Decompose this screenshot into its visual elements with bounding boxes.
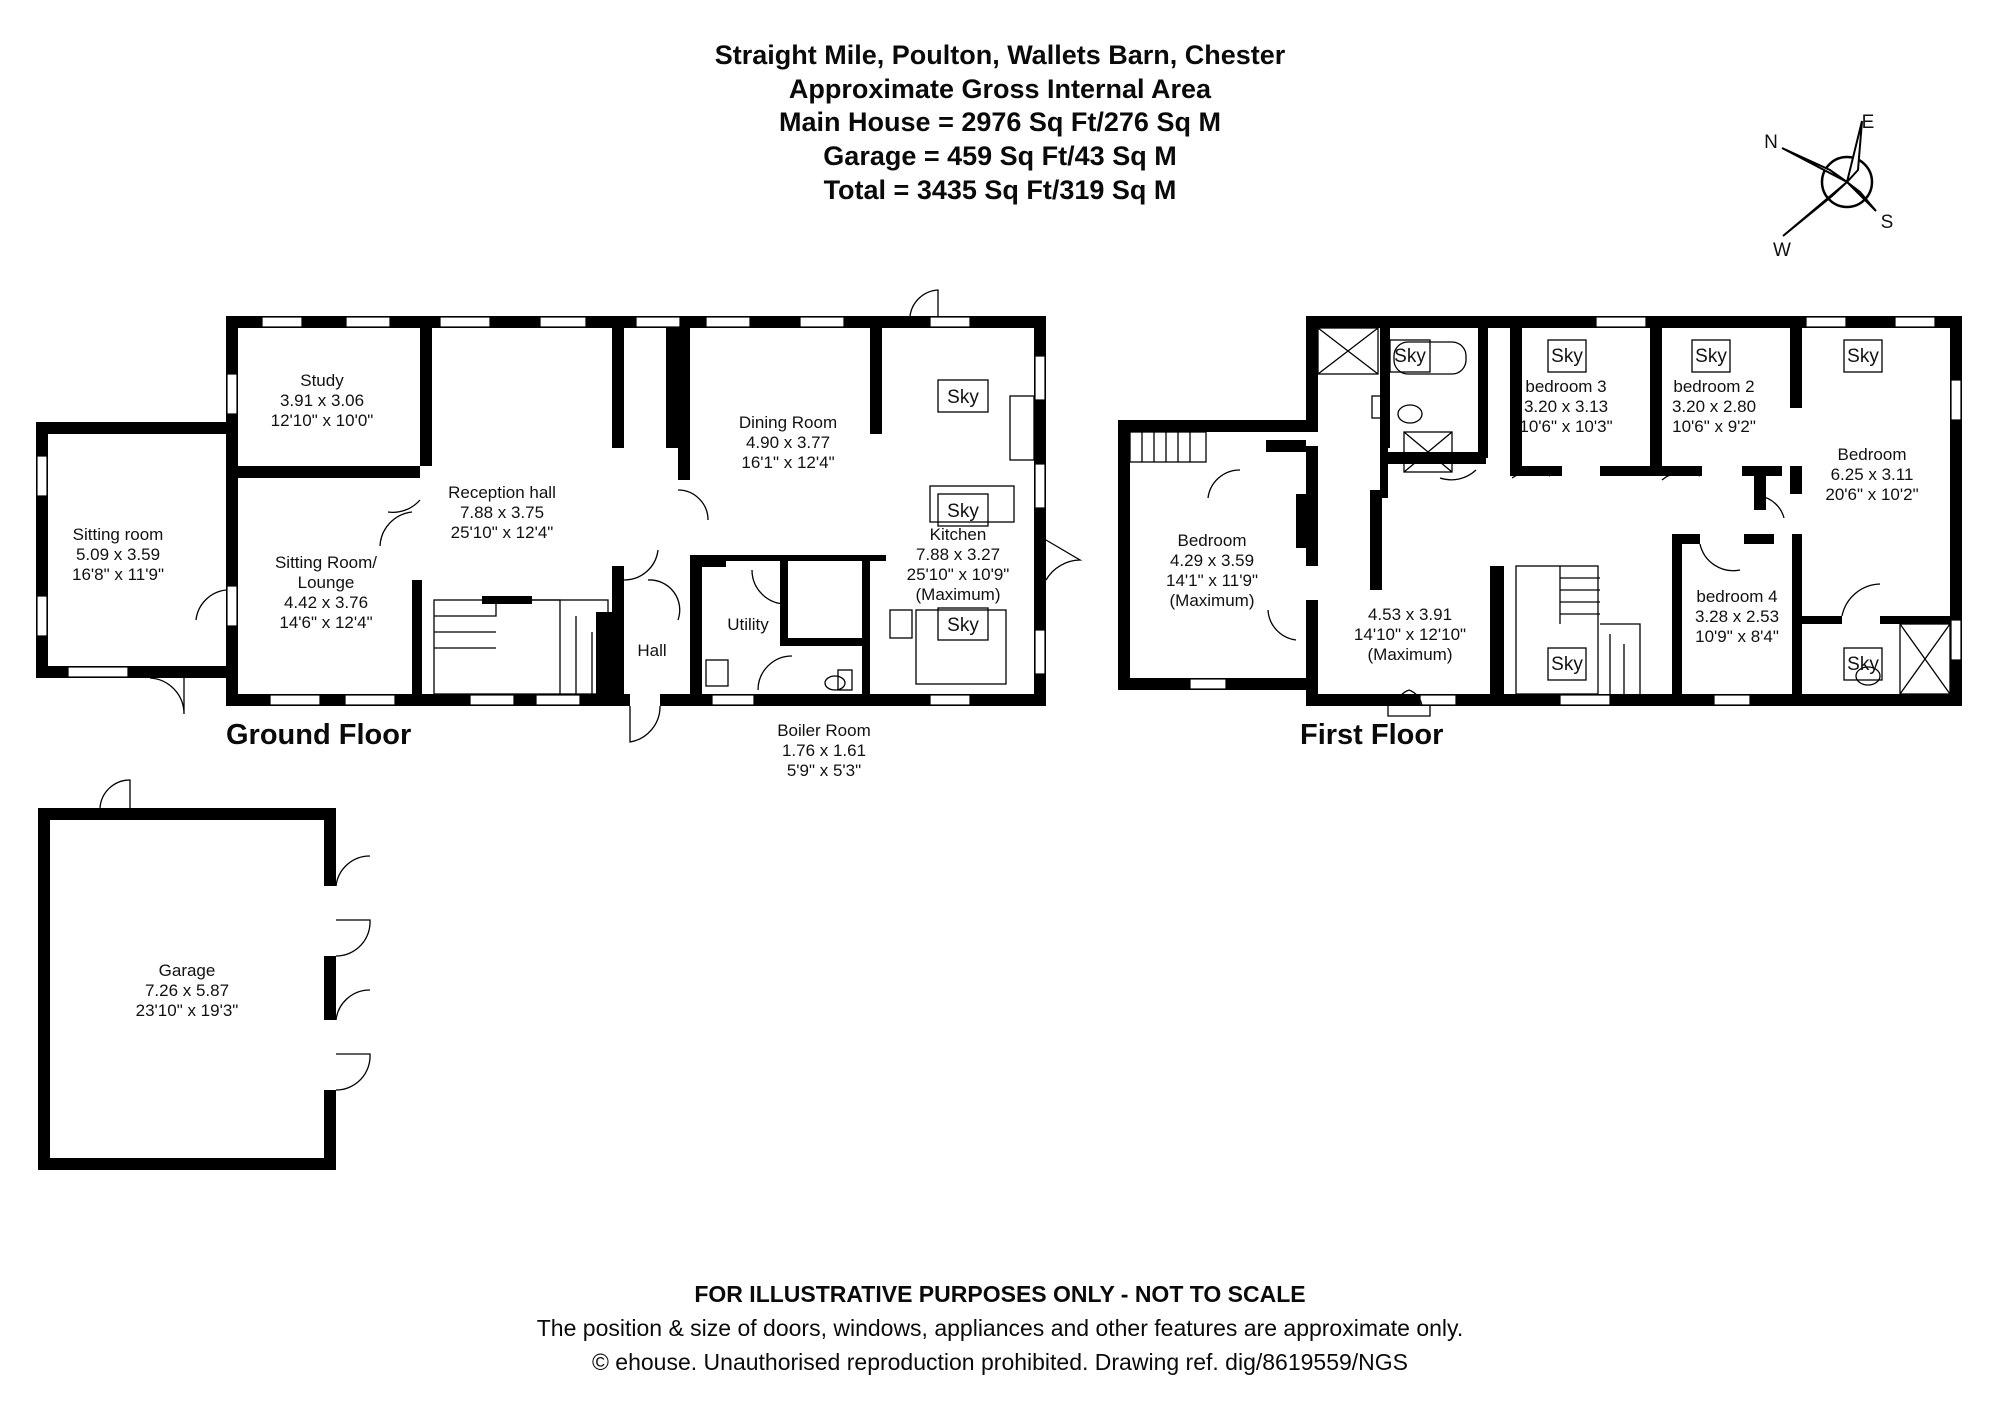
header: Straight Mile, Poulton, Wallets Barn, Ch… <box>715 40 1286 205</box>
footer-copyright: © ehouse. Unauthorised reproduction proh… <box>592 1349 1408 1375</box>
room-study-imperial: 12'10" x 10'0" <box>271 411 374 430</box>
room-garage-metric: 7.26 x 5.87 <box>145 981 229 1000</box>
room-sitting-room-imperial: 16'8" x 11'9" <box>72 565 164 584</box>
room-bedroom4-name: bedroom 4 <box>1696 587 1777 606</box>
compass-icon: N E S W <box>1764 112 1893 261</box>
room-ff-landing-imperial: 14'10" x 12'10" <box>1354 625 1466 644</box>
skylight-label: Sky <box>1847 654 1879 675</box>
room-bedroom-main-name: Bedroom <box>1838 445 1907 464</box>
room-study-name: Study <box>300 371 344 390</box>
room-bedroom4-imperial: 10'9" x 8'4" <box>1695 627 1779 646</box>
room-ff-bedroom-imperial: 14'1" x 11'9" <box>1166 571 1258 590</box>
room-dining-metric: 4.90 x 3.77 <box>746 433 830 452</box>
room-sitting-room-metric: 5.09 x 3.59 <box>76 545 160 564</box>
ground-floor-plan <box>36 289 1083 743</box>
first-floor-labels: Bedroom 4.29 x 3.59 14'1" x 11'9" (Maxim… <box>1166 377 1919 664</box>
room-ff-bedroom-name: Bedroom <box>1178 531 1247 550</box>
room-bedroom2-imperial: 10'6" x 9'2" <box>1672 417 1756 436</box>
compass-n: N <box>1764 132 1778 153</box>
room-boiler-imperial: 5'9" x 5'3" <box>787 761 861 780</box>
room-bedroom3-name: bedroom 3 <box>1525 377 1606 396</box>
skylight-label: Sky <box>1551 654 1583 675</box>
ground-floor-title: Ground Floor <box>226 719 411 751</box>
room-sitting-lounge-name: Sitting Room/ <box>275 553 377 572</box>
room-sitting-lounge-metric: 4.42 x 3.76 <box>284 593 368 612</box>
first-floor-plan <box>1118 316 1962 717</box>
skylight-label: Sky <box>947 387 979 408</box>
footer: FOR ILLUSTRATIVE PURPOSES ONLY - NOT TO … <box>537 1281 1463 1375</box>
room-boiler-name: Boiler Room <box>777 721 871 740</box>
skylight-label: Sky <box>947 501 979 522</box>
room-ff-bedroom-note: (Maximum) <box>1170 591 1255 610</box>
compass-e: E <box>1862 112 1875 133</box>
room-bedroom4-metric: 3.28 x 2.53 <box>1695 607 1779 626</box>
compass-s: S <box>1881 212 1894 233</box>
footer-disclaimer: FOR ILLUSTRATIVE PURPOSES ONLY - NOT TO … <box>694 1281 1305 1307</box>
room-boiler-metric: 1.76 x 1.61 <box>782 741 866 760</box>
room-ff-landing-note: (Maximum) <box>1368 645 1453 664</box>
room-dining-name: Dining Room <box>739 413 837 432</box>
garage-plan: Garage 7.26 x 5.87 23'10" x 19'3" <box>38 779 371 1170</box>
room-bedroom2-metric: 3.20 x 2.80 <box>1672 397 1756 416</box>
skylights-ground: Sky Sky Sky <box>937 379 989 641</box>
first-floor-title: First Floor <box>1300 719 1443 751</box>
room-sitting-lounge-name2: Lounge <box>298 573 355 592</box>
header-address: Straight Mile, Poulton, Wallets Barn, Ch… <box>715 40 1286 70</box>
header-main-house-area: Main House = 2976 Sq Ft/276 Sq M <box>779 107 1221 137</box>
room-ff-bedroom-metric: 4.29 x 3.59 <box>1170 551 1254 570</box>
skylight-label: Sky <box>1695 346 1727 367</box>
skylight-label: Sky <box>1394 346 1426 367</box>
header-subtitle: Approximate Gross Internal Area <box>789 74 1212 104</box>
header-total-area: Total = 3435 Sq Ft/319 Sq M <box>824 175 1177 205</box>
room-garage-imperial: 23'10" x 19'3" <box>136 1001 239 1020</box>
room-dining-imperial: 16'1" x 12'4" <box>741 453 834 472</box>
room-ff-landing-metric: 4.53 x 3.91 <box>1368 605 1452 624</box>
footer-note: The position & size of doors, windows, a… <box>537 1315 1463 1341</box>
room-bedroom-main-metric: 6.25 x 3.11 <box>1831 465 1914 484</box>
compass-w: W <box>1773 240 1791 261</box>
room-bedroom2-name: bedroom 2 <box>1673 377 1754 396</box>
room-kitchen-metric: 7.88 x 3.27 <box>916 545 1000 564</box>
room-reception-metric: 7.88 x 3.75 <box>460 503 544 522</box>
skylight-label: Sky <box>1847 346 1879 367</box>
room-utility-name: Utility <box>727 615 769 634</box>
room-reception-imperial: 25'10" x 12'4" <box>451 523 554 542</box>
room-kitchen-imperial: 25'10" x 10'9" <box>907 565 1010 584</box>
room-hall-name: Hall <box>637 641 666 660</box>
room-reception-name: Reception hall <box>448 483 556 502</box>
room-kitchen-name: Kitchen <box>930 525 987 544</box>
ground-floor-labels: Sitting room 5.09 x 3.59 16'8" x 11'9" S… <box>72 371 1009 780</box>
room-bedroom3-metric: 3.20 x 3.13 <box>1524 397 1608 416</box>
room-sitting-room-name: Sitting room <box>73 525 164 544</box>
room-study-metric: 3.91 x 3.06 <box>280 391 364 410</box>
skylight-label: Sky <box>1551 346 1583 367</box>
room-bedroom-main-imperial: 20'6" x 10'2" <box>1825 485 1918 504</box>
skylight-label: Sky <box>947 615 979 636</box>
room-bedroom3-imperial: 10'6" x 10'3" <box>1519 417 1612 436</box>
header-garage-area: Garage = 459 Sq Ft/43 Sq M <box>823 141 1176 171</box>
room-garage-name: Garage <box>159 961 216 980</box>
skylights-first: Sky Sky Sky Sky Sky Sky <box>1389 339 1883 681</box>
room-sitting-lounge-imperial: 14'6" x 12'4" <box>279 613 372 632</box>
room-kitchen-note: (Maximum) <box>916 585 1001 604</box>
